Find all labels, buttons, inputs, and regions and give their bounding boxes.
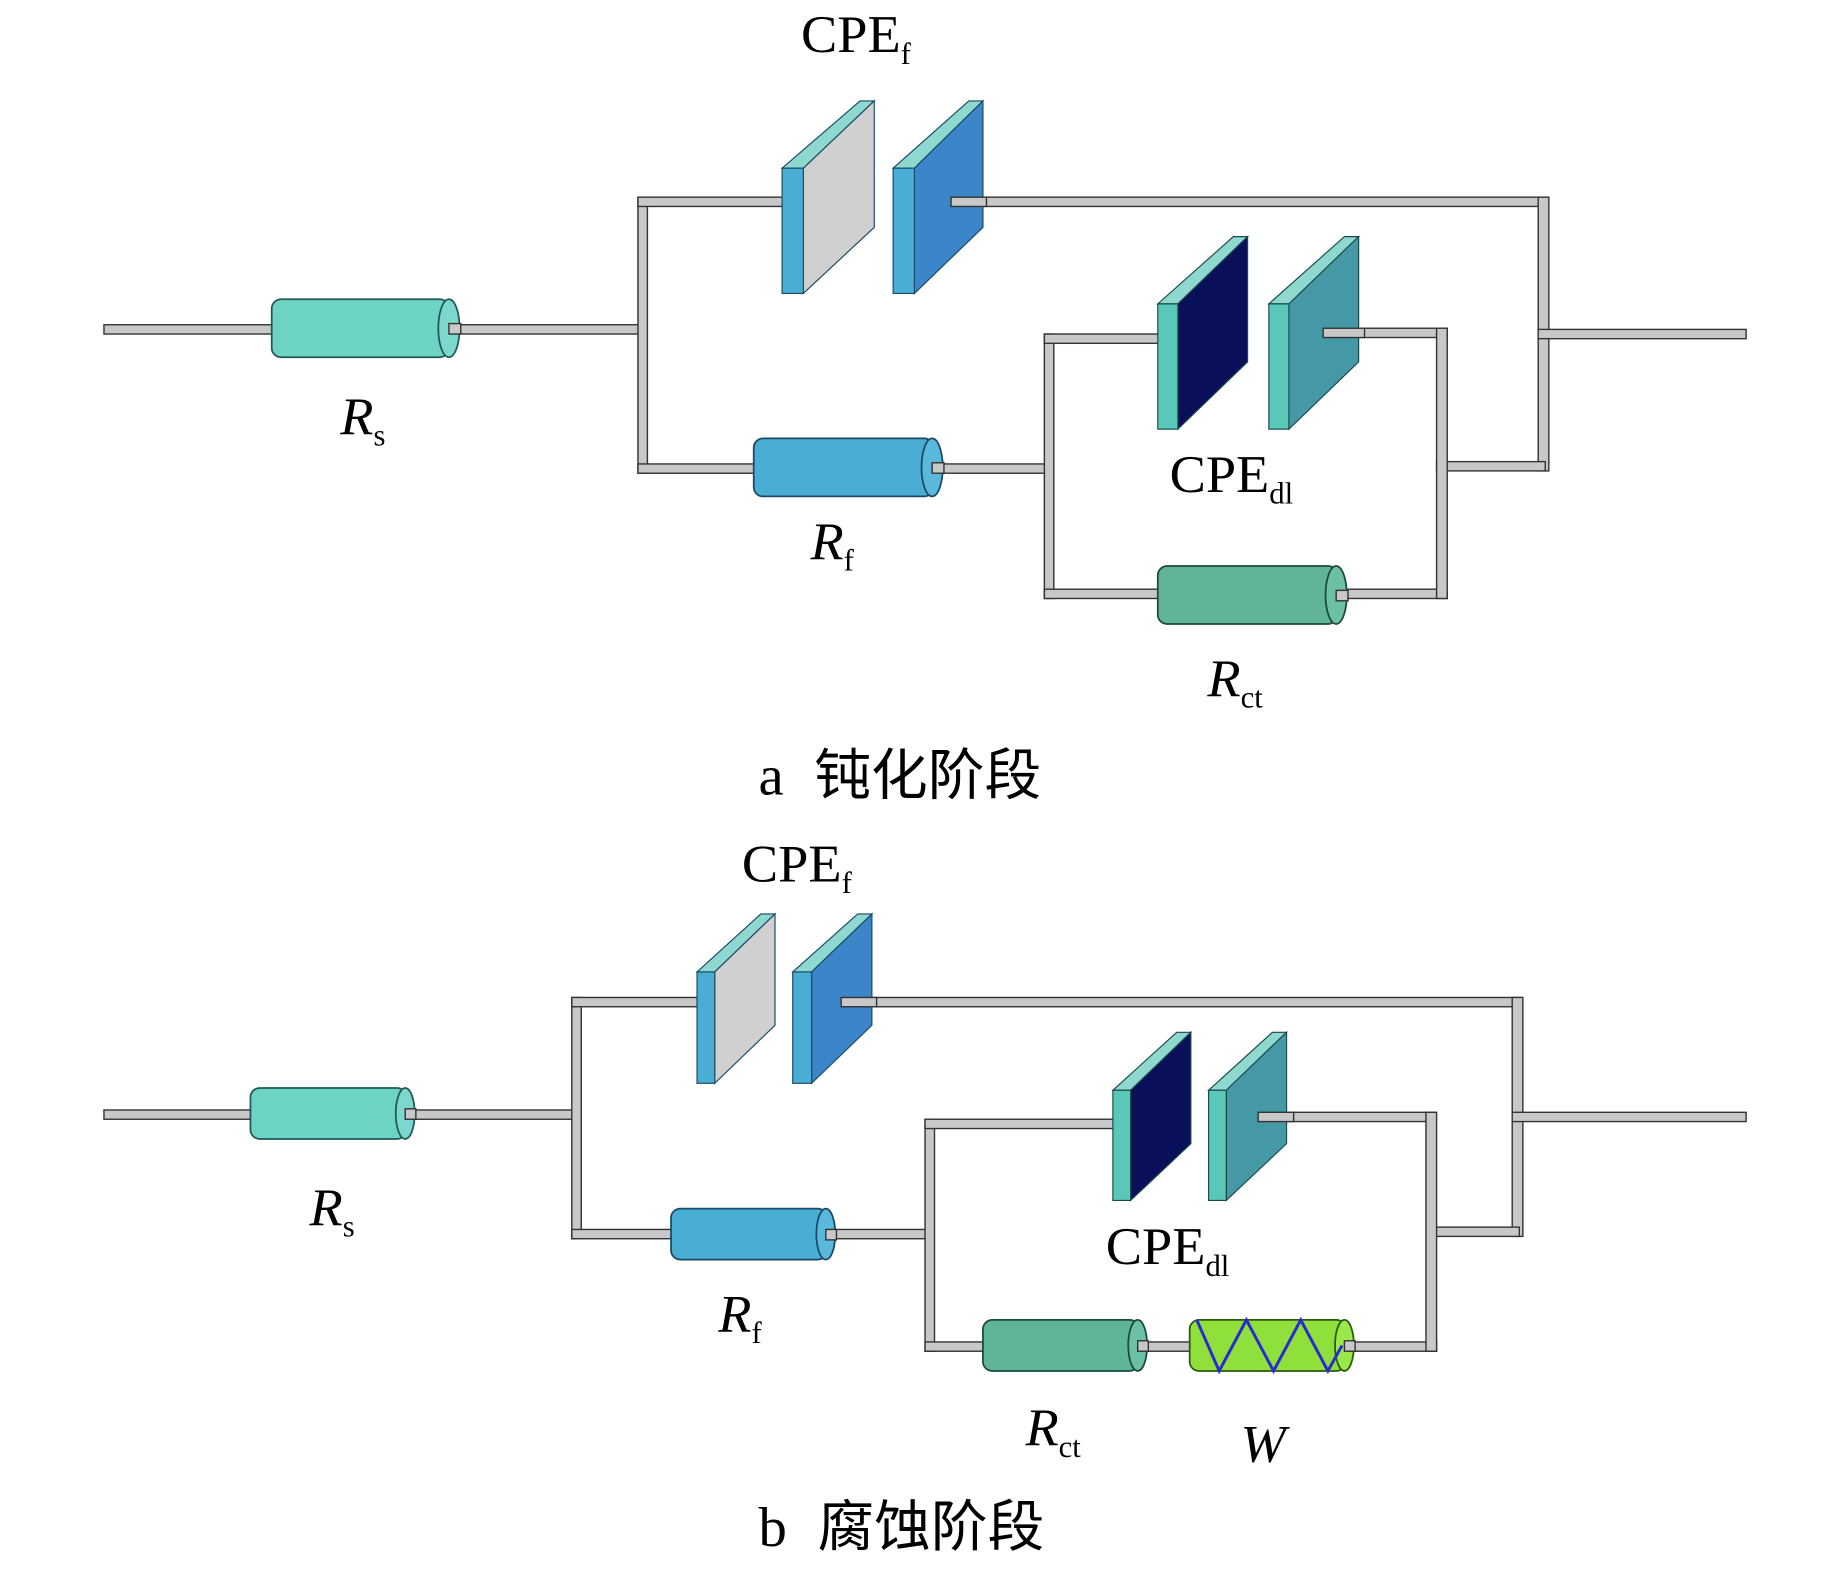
capacitor-cpef [780,99,985,295]
wire [1537,328,1747,340]
wire [103,324,276,335]
wire [408,1109,575,1120]
wire [826,1228,930,1240]
wire [1435,327,1448,600]
wire [571,996,582,1240]
resistor-rf [752,437,945,498]
capacitor-cpedl [1156,235,1361,431]
label-cpef: CPEf [801,5,912,71]
resistor-rs [249,1087,417,1140]
label-rf: Rf [809,511,854,577]
label-rct: Rct [1206,648,1263,714]
label-cpef: CPEf [742,834,853,900]
label-rct: Rct [1024,1398,1081,1464]
label-rs: Rs [309,1177,355,1243]
wire [932,463,1048,474]
wire [454,324,643,335]
resistor-rct [982,1319,1150,1372]
wire [637,196,649,474]
wire [840,996,1523,1008]
resistor-rct [1156,565,1349,625]
wire [924,1118,936,1352]
wire [1043,588,1164,600]
resistor-rs [270,298,462,359]
capacitor-cpedl [1111,1030,1289,1202]
wire [1425,1111,1438,1352]
wire [1435,460,1546,472]
wire [1428,1226,1521,1238]
wire [950,196,1549,208]
resistor-rf [670,1207,838,1261]
label-cpedl: CPEdl [1106,1217,1230,1283]
wire [1043,333,1164,345]
label-w: W [1240,1414,1289,1473]
wire [571,996,701,1008]
wire [637,463,757,474]
wire [924,1118,1115,1130]
wire [571,1228,677,1240]
wire [1140,1341,1194,1352]
wire [1511,1111,1747,1123]
label-cpedl: CPEdl [1170,444,1294,510]
wire [1346,1341,1438,1352]
coil-icon [1195,1316,1344,1375]
wire [924,1341,988,1352]
wire [637,196,787,208]
label-rf: Rf [717,1284,762,1350]
wire [103,1109,254,1120]
wire [1043,333,1055,600]
wire [1334,588,1448,600]
warburg-element [1188,1316,1356,1375]
label-rs: Rs [339,386,385,452]
